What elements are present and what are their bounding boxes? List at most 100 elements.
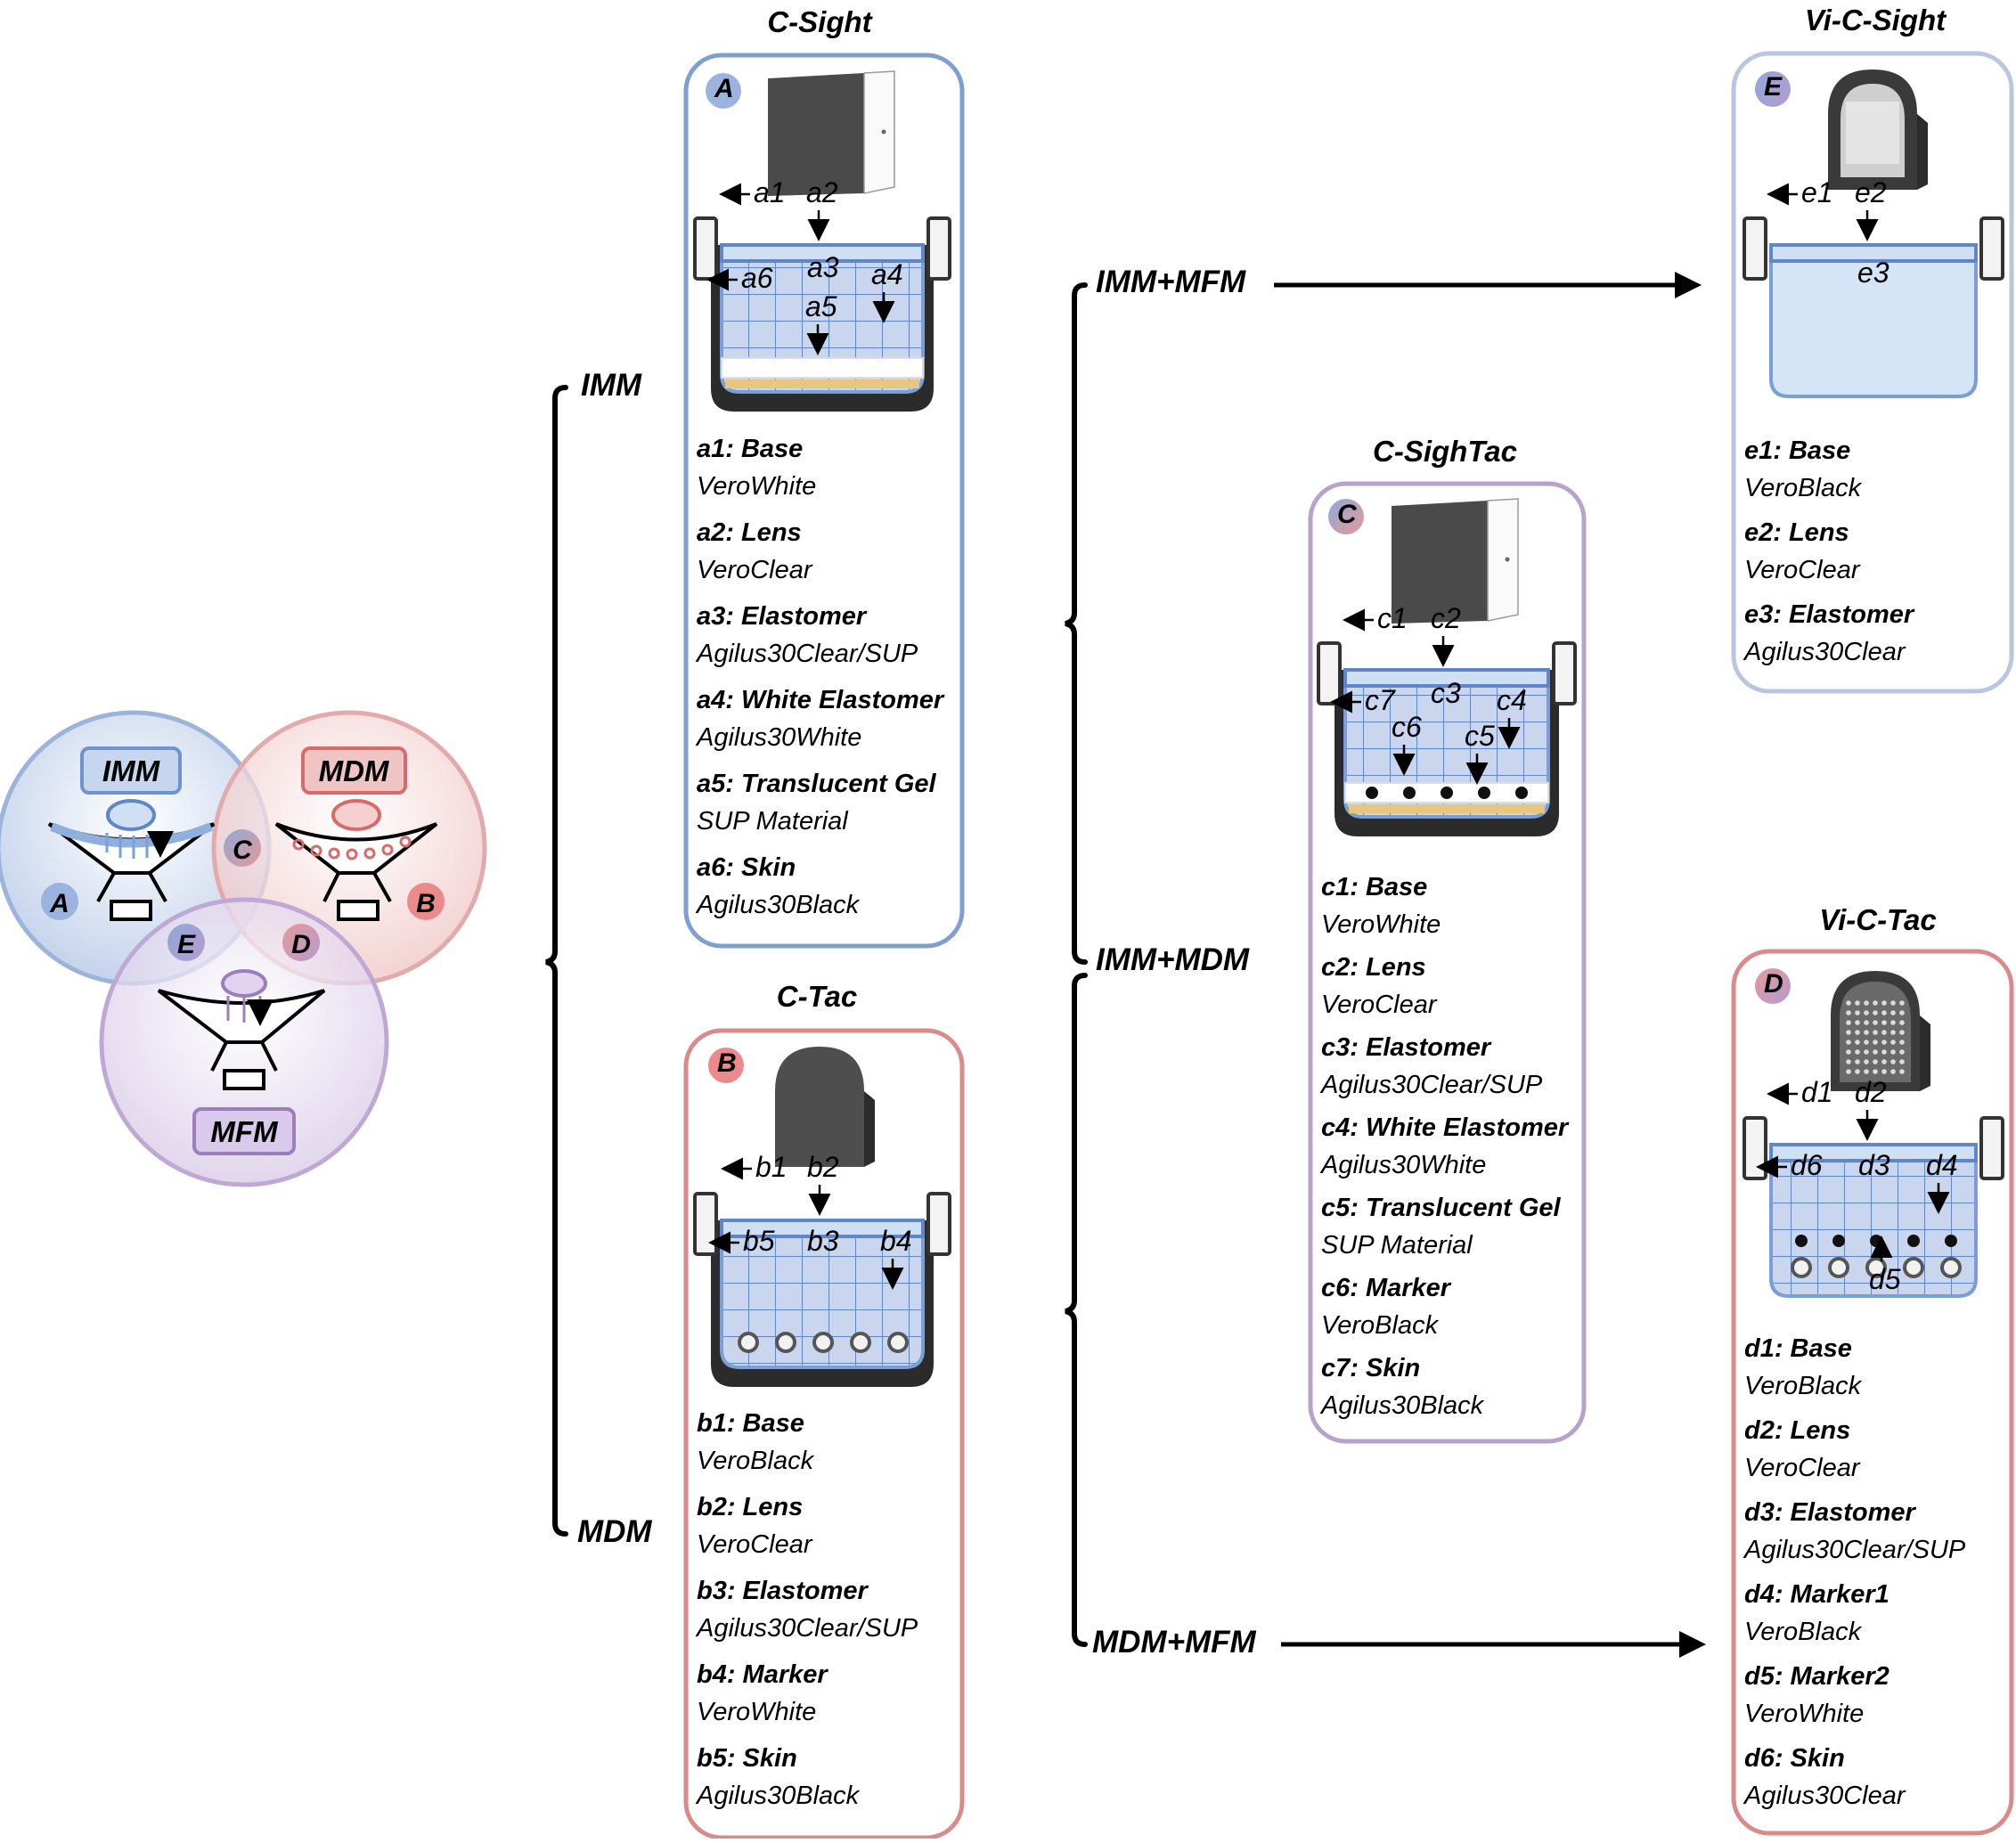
sensor-card-d [1731, 949, 2014, 1836]
cube-sensor-icon [768, 70, 895, 196]
venn-badge-c-circle [224, 829, 261, 867]
card-badge: A [714, 74, 734, 103]
sensor-card-a [683, 53, 965, 949]
venn-badge-c: C [233, 836, 253, 865]
section-label-b2: b2 [807, 1151, 839, 1183]
part-name: d3: Elastomer [1744, 1498, 1915, 1527]
section-label-b1: b1 [755, 1151, 788, 1183]
section-label-d3: d3 [1858, 1149, 1890, 1181]
section-label-c2: c2 [1431, 602, 1461, 634]
card-title: Vi-C-Sight [1804, 4, 1947, 37]
part-material: VeroBlack [1744, 1372, 1862, 1400]
venn-badge-d: D [291, 930, 311, 959]
venn-badge-d-circle [282, 924, 320, 961]
card-badge-circle [1755, 71, 1791, 107]
mfm-funnel-icon [157, 969, 326, 1090]
venn-badge-b: B [416, 889, 436, 918]
mdm-funnel-icon [274, 799, 438, 921]
bracket-level-2-upper [1065, 282, 1088, 965]
part-material: VeroClear [697, 556, 812, 584]
part-material: Agilus30Black [697, 1782, 860, 1810]
bracket-level-2-lower [1065, 973, 1088, 1647]
section-label-a5: a5 [805, 290, 837, 322]
part-name: c2: Lens [1321, 953, 1426, 982]
cross-section-d [1743, 1116, 2004, 1298]
section-label-c7: c7 [1365, 684, 1395, 716]
section-label-d1: d1 [1801, 1076, 1833, 1108]
part-name: b5: Skin [697, 1744, 797, 1773]
venn-badge-a-circle [41, 883, 78, 920]
section-label-c1: c1 [1377, 602, 1408, 634]
cross-section-a [693, 216, 951, 412]
venn-badge-a: A [49, 889, 69, 918]
sensor-card-c [1308, 481, 1587, 1444]
part-name: e3: Elastomer [1744, 600, 1914, 629]
dome-sensor-icon [1831, 971, 1930, 1091]
cross-section-b [693, 1192, 951, 1387]
part-name: c7: Skin [1321, 1354, 1421, 1382]
part-name: d2: Lens [1744, 1416, 1851, 1445]
sensor-card-b [683, 1028, 965, 1840]
part-name: d1: Base [1744, 1334, 1852, 1363]
card-title: C-Tac [776, 980, 858, 1013]
part-name: e1: Base [1744, 436, 1851, 465]
branch-imm: IMM [581, 368, 642, 403]
cube-sensor-icon [1392, 498, 1519, 624]
section-label-e1: e1 [1801, 176, 1833, 208]
bracket-level-1 [545, 385, 568, 1537]
part-name: a6: Skin [697, 853, 796, 882]
section-label-c4: c4 [1497, 684, 1527, 716]
section-label-d2: d2 [1855, 1076, 1887, 1108]
card-badge: D [1764, 969, 1783, 999]
part-material: Agilus30White [1321, 1151, 1487, 1179]
part-name: a3: Elastomer [697, 602, 867, 631]
part-material: Agilus30Clear/SUP [1744, 1536, 1966, 1564]
card-title: C-SighTac [1373, 435, 1517, 468]
venn-badge-e-circle [167, 924, 205, 961]
card-badge: B [717, 1048, 737, 1078]
part-name: a5: Translucent Gel [697, 770, 936, 798]
section-label-a6: a6 [741, 262, 773, 294]
part-material: VeroClear [1321, 991, 1437, 1019]
venn-label-box-mfm [192, 1107, 296, 1155]
part-material: VeroBlack [1321, 1311, 1439, 1340]
part-material: VeroClear [697, 1530, 812, 1559]
part-name: a2: Lens [697, 518, 802, 547]
part-material: Agilus30White [697, 723, 862, 752]
part-material: VeroWhite [1321, 910, 1441, 939]
card-badge: E [1764, 72, 1783, 102]
part-name: b3: Elastomer [697, 1577, 868, 1605]
venn-label-mdm: MDM [319, 754, 390, 787]
section-label-b4: b4 [880, 1225, 912, 1257]
venn-diagram: IMM MDM MFM A B C D E [0, 710, 487, 1187]
part-material: VeroClear [1744, 556, 1860, 584]
section-label-a1: a1 [754, 176, 786, 208]
venn-label-box-mdm [301, 746, 407, 795]
part-material: Agilus30Clear/SUP [697, 1614, 918, 1643]
part-material: VeroWhite [697, 472, 817, 501]
part-name: a4: White Elastomer [697, 686, 944, 714]
dome-sensor-icon [1828, 69, 1928, 190]
card-badge: C [1337, 500, 1357, 529]
part-name: b2: Lens [697, 1493, 804, 1521]
tree-brackets [545, 282, 1088, 1647]
venn-label-mfm: MFM [210, 1115, 279, 1148]
card-badge-circle [1328, 499, 1364, 534]
part-name: e2: Lens [1744, 518, 1849, 547]
branch-imm-mdm: IMM+MDM [1096, 942, 1250, 977]
part-name: d6: Skin [1744, 1744, 1845, 1773]
part-material: VeroBlack [1744, 1618, 1862, 1646]
card-badge-circle [708, 1048, 744, 1083]
section-label-d6: d6 [1791, 1149, 1823, 1181]
section-label-c3: c3 [1431, 677, 1461, 709]
part-name: b4: Marker [697, 1660, 828, 1689]
part-material: VeroClear [1744, 1454, 1860, 1482]
venn-label-box-imm [80, 746, 182, 795]
card-title: C-Sight [767, 5, 872, 38]
part-material: VeroWhite [1744, 1700, 1865, 1728]
part-name: c5: Translucent Gel [1321, 1194, 1561, 1222]
card-title: Vi-C-Tac [1819, 903, 1937, 936]
section-label-e3: e3 [1857, 257, 1889, 289]
sensor-card-e [1731, 51, 2014, 694]
venn-label-imm: IMM [102, 754, 161, 787]
